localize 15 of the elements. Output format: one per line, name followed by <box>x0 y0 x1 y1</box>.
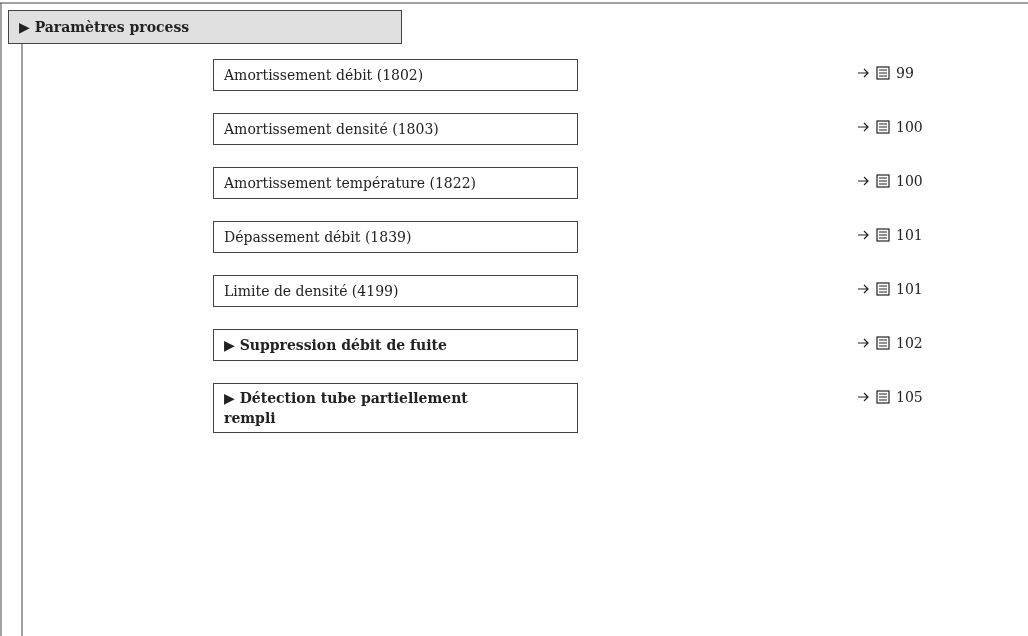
page-reference: 99 <box>896 65 914 81</box>
parameter-box: Amortissement température (1822) <box>213 167 578 199</box>
page-reference: 101 <box>896 281 923 297</box>
page-reference: 102 <box>896 335 923 351</box>
parameter-box: Dépassement débit (1839) <box>213 221 578 253</box>
submenu-box: ▶ Suppression débit de fuite <box>213 329 578 361</box>
page-reference: 101 <box>896 227 923 243</box>
page-reference: 100 <box>896 119 923 135</box>
page-reference: 105 <box>896 389 923 405</box>
parameter-box: Amortissement densité (1803) <box>213 113 578 145</box>
submenu-box: ▶ Détection tube partiellement rempli <box>213 383 578 433</box>
parameter-box: Amortissement débit (1802) <box>213 59 578 91</box>
page-reference: 100 <box>896 173 923 189</box>
parameter-box: Limite de densité (4199) <box>213 275 578 307</box>
menu-header: ▶ Paramètres process <box>8 10 402 44</box>
